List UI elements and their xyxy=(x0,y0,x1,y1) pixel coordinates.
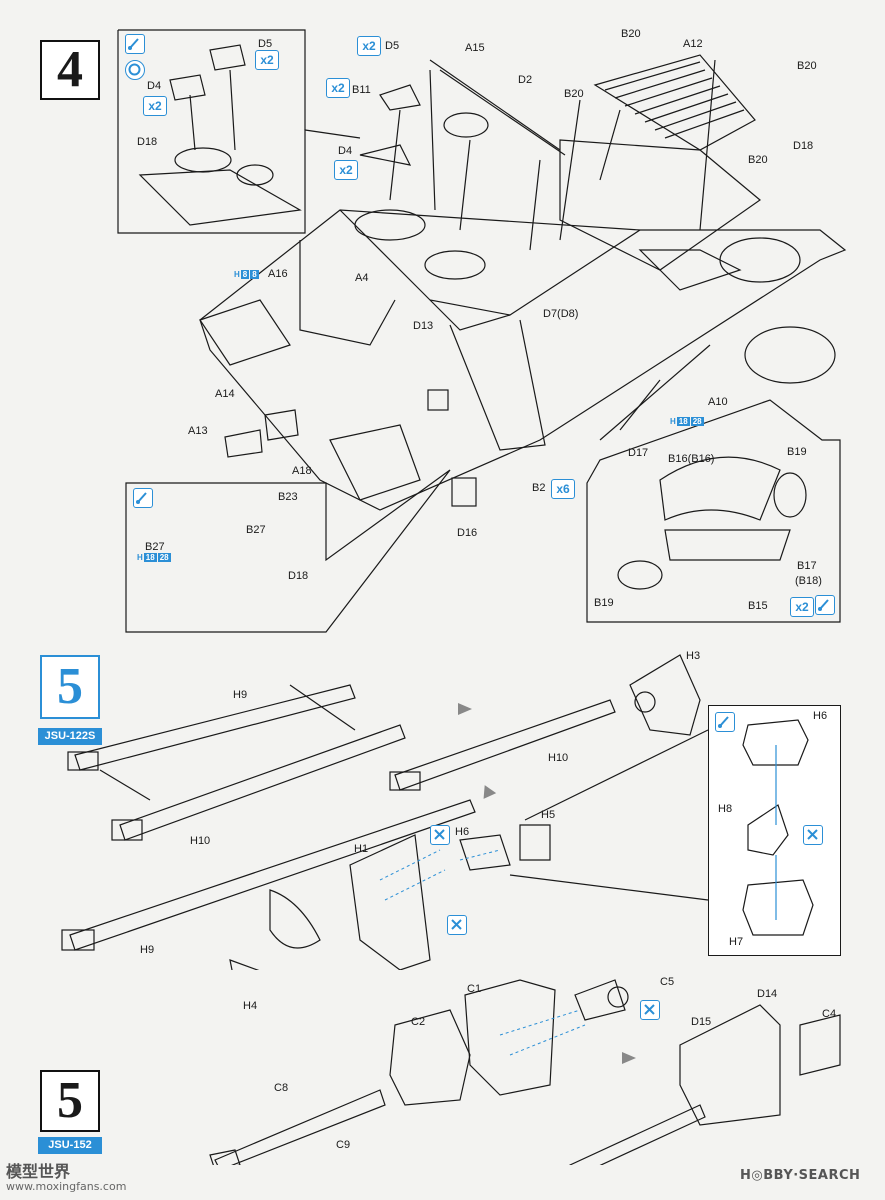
label-H9-top: H9 xyxy=(233,689,248,701)
label-B20-c: B20 xyxy=(564,88,584,100)
label-B15: B15 xyxy=(748,600,768,612)
label-A14: A14 xyxy=(215,388,235,400)
label-C5: C5 xyxy=(660,976,675,988)
watermark-url: www.moxingfans.com xyxy=(6,1180,127,1193)
label-B19-a: B19 xyxy=(787,446,807,458)
label-H9-bottom: H9 xyxy=(140,944,155,956)
label-A10: A10 xyxy=(708,396,728,408)
step-5a-number: 5 xyxy=(40,655,100,719)
no-glue-icon xyxy=(803,825,823,845)
label-C4: C4 xyxy=(822,1008,837,1020)
label-B18: (B18) xyxy=(795,575,822,587)
label-B2: B2 xyxy=(532,482,546,494)
variant-tag-jsu-122s: JSU-122S xyxy=(38,728,102,745)
no-glue-icon xyxy=(640,1000,660,1020)
cement-icon xyxy=(133,488,153,508)
label-B20-a: B20 xyxy=(621,28,641,40)
label-D14: D14 xyxy=(757,988,778,1000)
no-glue-icon xyxy=(447,915,467,935)
x6-badge: x6 xyxy=(551,479,575,499)
label-C9: C9 xyxy=(336,1139,351,1151)
label-A18: A18 xyxy=(292,465,312,477)
no-glue-icon xyxy=(430,825,450,845)
flow-arrow-right-icon xyxy=(458,703,472,715)
label-A4: A4 xyxy=(355,272,369,284)
cement-icon xyxy=(815,595,835,615)
step-5b-drawing xyxy=(209,979,841,1165)
label-D7: D7(D8) xyxy=(543,308,579,320)
step-4-number: 4 xyxy=(40,40,100,100)
label-D4-top: D4 xyxy=(147,80,162,92)
label-C1: C1 xyxy=(467,983,482,995)
label-C2: C2 xyxy=(411,1016,426,1028)
label-A12: A12 xyxy=(683,38,703,50)
label-H3: H3 xyxy=(686,650,701,662)
label-H7: H7 xyxy=(729,936,744,948)
label-C8: C8 xyxy=(274,1082,289,1094)
x2-badge: x2 xyxy=(334,160,358,180)
label-B19-b: B19 xyxy=(594,597,614,609)
label-D15: D15 xyxy=(691,1016,712,1028)
step-5a-drawing xyxy=(61,654,709,970)
label-D18-bottom: D18 xyxy=(288,570,309,582)
label-H6: H6 xyxy=(455,826,470,838)
x2-badge: x2 xyxy=(143,96,167,116)
h-parts-inset xyxy=(708,705,841,956)
label-H4: H4 xyxy=(243,1000,258,1012)
label-D18-right: D18 xyxy=(793,140,814,152)
step-4-drawing xyxy=(117,29,847,633)
label-H5: H5 xyxy=(541,809,556,821)
label-B27-b: B27 xyxy=(246,524,266,536)
label-A16: A16 xyxy=(268,268,288,280)
label-D17: D17 xyxy=(628,447,649,459)
cement-icon xyxy=(125,34,145,54)
label-B16: B16(B16) xyxy=(668,453,715,465)
watermark-cn: 模型世界 xyxy=(6,1162,71,1181)
label-A13: A13 xyxy=(188,425,208,437)
label-D16: D16 xyxy=(457,527,478,539)
label-B11: B11 xyxy=(352,84,371,96)
x2-badge: x2 xyxy=(790,597,814,617)
label-B20-d: B20 xyxy=(748,154,768,166)
label-H8: H8 xyxy=(718,803,733,815)
step-5b-number: 5 xyxy=(40,1070,100,1132)
label-B17: B17 xyxy=(797,560,817,572)
label-H10-left: H10 xyxy=(190,835,211,847)
variant-tag-jsu-152: JSU-152 xyxy=(38,1137,102,1154)
cement-icon xyxy=(715,712,735,732)
label-D2: D2 xyxy=(518,74,533,86)
label-D18-inset: D18 xyxy=(137,136,158,148)
label-B20-b: B20 xyxy=(797,60,817,72)
label-B27-a: B27 xyxy=(145,541,165,553)
label-B23: B23 xyxy=(278,491,298,503)
label-D13: D13 xyxy=(413,320,434,332)
label-D5-mid: D5 xyxy=(385,40,400,52)
x2-badge: x2 xyxy=(357,36,381,56)
label-H1: H1 xyxy=(354,843,369,855)
x2-badge: x2 xyxy=(255,50,279,70)
rotate-icon xyxy=(125,60,145,80)
label-H6-inset: H6 xyxy=(813,710,828,722)
label-D5-top: D5 xyxy=(258,38,273,50)
flow-arrow-right-icon xyxy=(622,1052,636,1064)
hobby-search-logo: H◎BBY·SEARCH xyxy=(740,1168,861,1183)
label-A15: A15 xyxy=(465,42,485,54)
label-D4-mid: D4 xyxy=(338,145,353,157)
x2-badge: x2 xyxy=(326,78,350,98)
label-H10-mid: H10 xyxy=(548,752,569,764)
